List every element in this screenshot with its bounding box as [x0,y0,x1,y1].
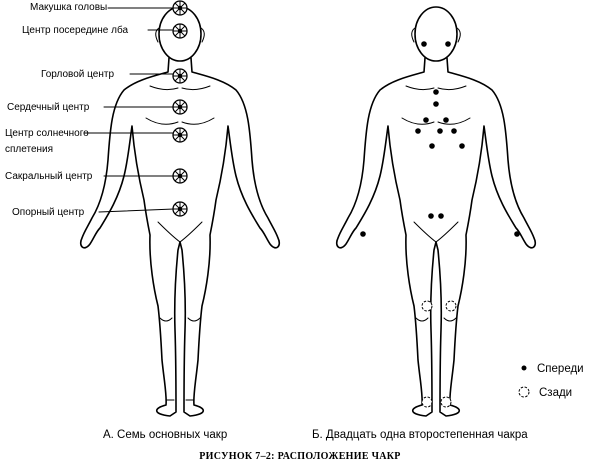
filled-dot-icon [360,231,366,237]
filled-dot-icon [421,41,427,47]
figure-title: РИСУНОК 7–2: РАСПОЛОЖЕНИЕ ЧАКР [199,451,400,462]
wheel-icon [172,201,188,217]
open-circle-icon [445,300,457,312]
front-chakra-dots [360,41,520,237]
filled-dot-icon [415,128,421,134]
filled-dot-icon [459,143,465,149]
open-circle-icon [421,396,433,408]
filled-dot-icon [451,128,457,134]
chakra-label-sacral: Сакральный центр [5,171,93,182]
panel-b-caption: Б. Двадцать одна второстепенная чакра [312,429,528,441]
filled-dot-icon [437,128,443,134]
chakra-label-throat: Горловой центр [41,69,114,80]
panel-a: Макушка головы Центр посередине лба Горл… [5,0,281,441]
panel-a-caption: А. Семь основных чакр [103,429,227,441]
chakra-label-crown: Макушка головы [30,2,107,13]
wheel-icon [172,168,188,184]
chakra-label-root: Опорный центр [12,207,85,218]
legend-back-circle-icon [518,386,530,398]
front-body-figure-b [335,6,537,417]
chakra-label-solar-plexus-1: Центр солнечного [5,128,89,139]
chakra-label-solar-plexus-2: сплетения [5,144,53,155]
wheel-icon [172,68,188,84]
legend-front-dot-icon [521,365,527,371]
filled-dot-icon [423,117,429,123]
wheel-icon [172,23,188,39]
legend-back-label: Сзади [539,387,572,399]
leader-line-root [98,208,175,213]
legend: Спереди Сзади [518,363,584,399]
filled-dot-icon [514,231,520,237]
filled-dot-icon [433,89,439,95]
filled-dot-icon [428,213,434,219]
open-circle-icon [421,300,433,312]
filled-dot-icon [443,117,449,123]
back-chakra-circles [421,300,457,408]
filled-dot-icon [429,143,435,149]
chakra-label-brow: Центр посередине лба [22,24,128,36]
wheel-icon [172,99,188,115]
wheel-icon [172,0,188,16]
panel-b: Спереди Сзади Б. Двадцать одна второстеп… [312,6,584,441]
filled-dot-icon [438,213,444,219]
wheel-icon [172,127,188,143]
legend-front-label: Спереди [537,363,584,375]
chakra-label-heart: Сердечный центр [7,102,90,113]
open-circle-icon [440,396,452,408]
filled-dot-icon [445,41,451,47]
filled-dot-icon [433,101,439,107]
